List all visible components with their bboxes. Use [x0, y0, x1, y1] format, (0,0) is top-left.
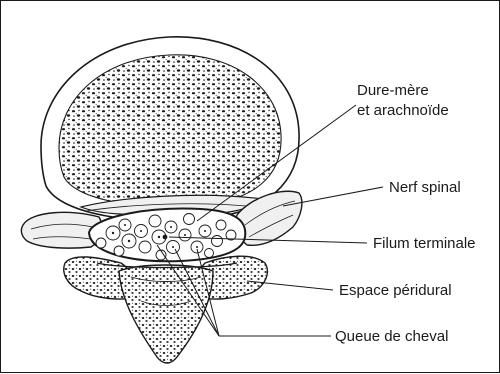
vertebral-body	[41, 37, 299, 221]
filum-terminale-mark	[163, 235, 168, 240]
label-dure-mere-line2: et arachnoïde	[357, 101, 449, 121]
label-queue-de-cheval: Queue de cheval	[335, 327, 448, 347]
label-dure-mere-line1: Dure-mère	[357, 81, 429, 101]
dural-sac	[89, 209, 245, 262]
label-espace-peridural: Espace péridural	[339, 281, 452, 301]
label-nerf-spinal: Nerf spinal	[389, 178, 461, 198]
label-filum-terminale: Filum terminale	[373, 234, 476, 254]
vertebral-arch	[64, 256, 268, 363]
